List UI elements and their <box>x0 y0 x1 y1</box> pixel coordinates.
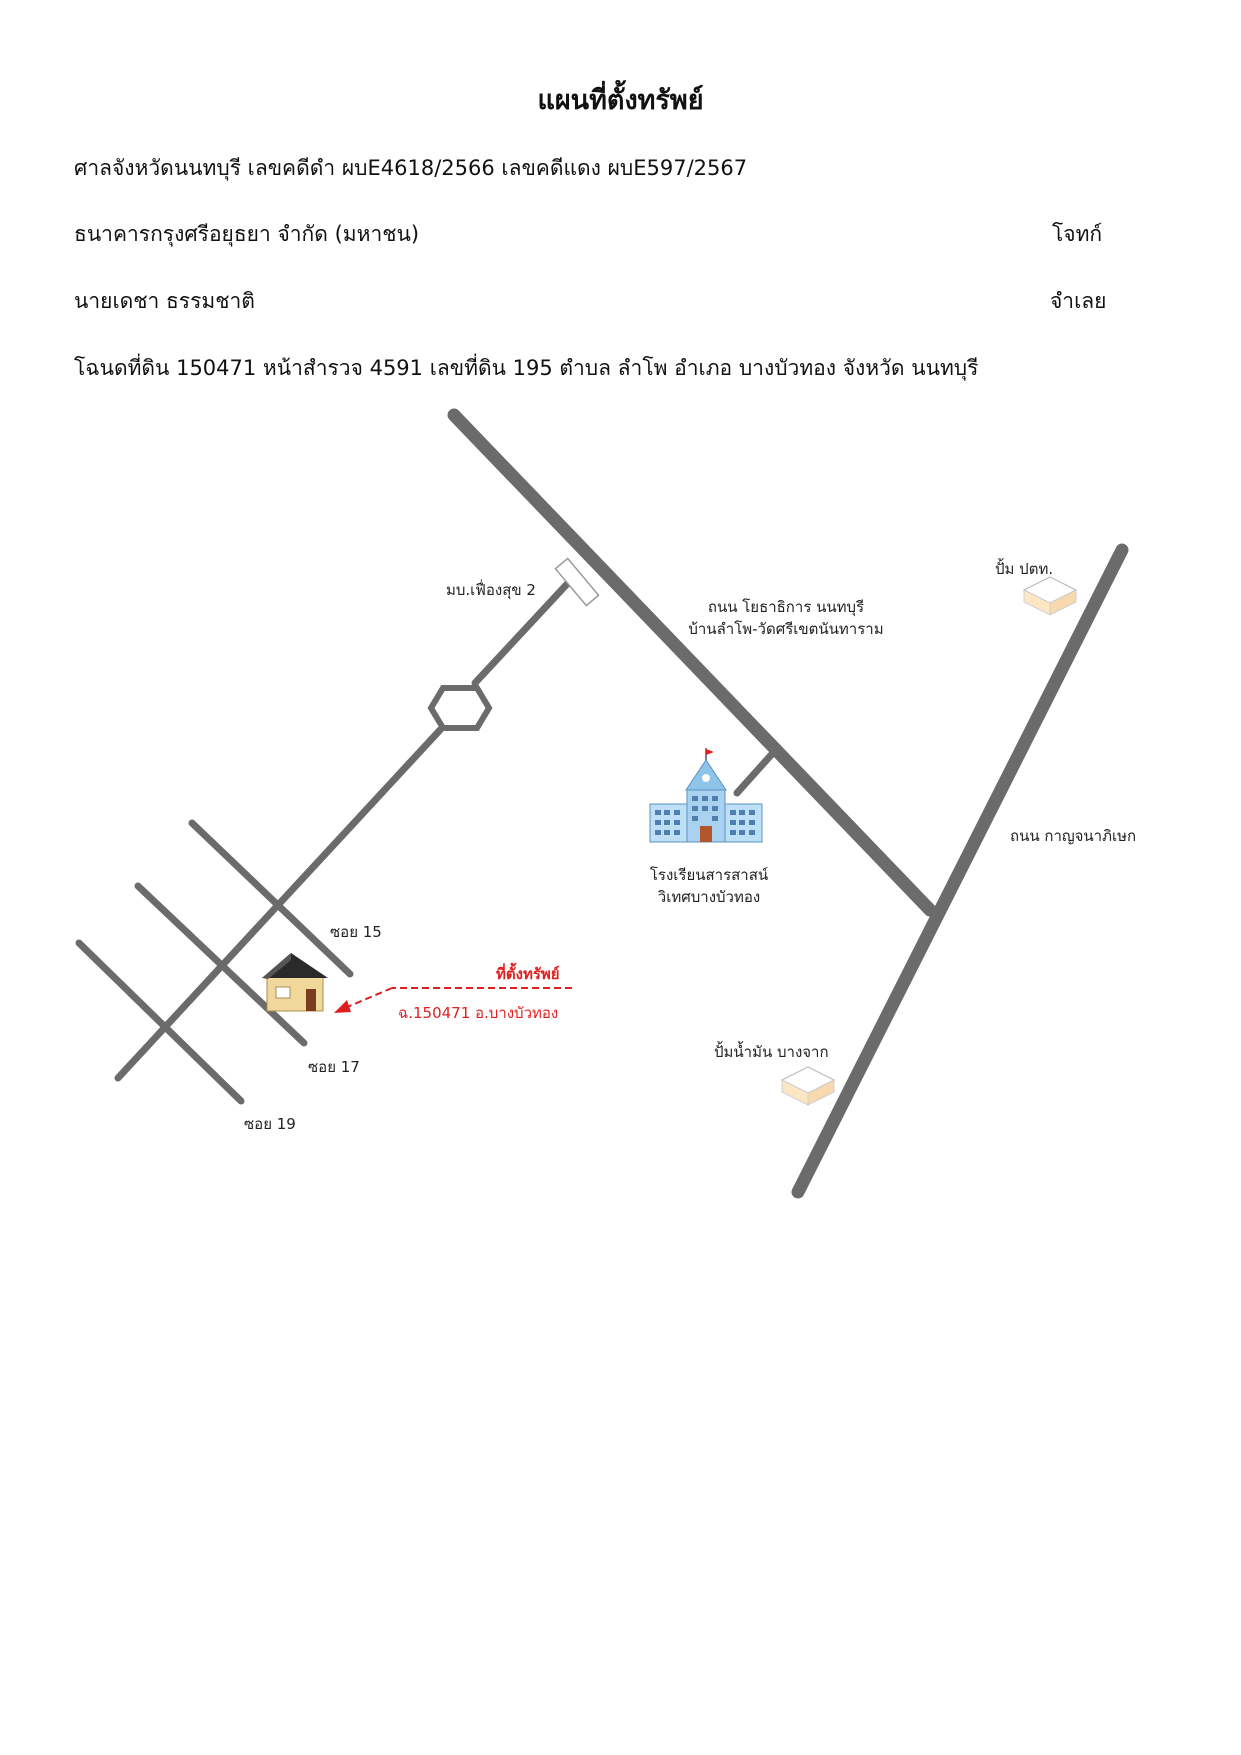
defendant-role: จำเลย <box>1050 289 1107 313</box>
defendant-name: นายเดชา ธรรมชาติ <box>74 289 255 313</box>
main-road-label-line1: ถนน โยธาธิการ นนทบุรี <box>707 598 865 616</box>
gate-icon <box>554 557 600 607</box>
plaintiff-name: ธนาคารกรุงศรีอยุธยา จำกัด (มหาชน) <box>74 222 420 246</box>
school-label-line1: โรงเรียนสารสาสน์ <box>649 866 769 884</box>
road-soi-15 <box>188 819 354 978</box>
school-icon <box>649 748 763 843</box>
road-village <box>471 579 572 687</box>
main-road-label-line2: บ้านลำโพ-วัดศรีเขตนันทาราม <box>688 620 884 638</box>
school-label: โรงเรียนสารสาสน์ วิเทศบางบัวทอง <box>626 864 792 908</box>
title-deed-line: โฉนดที่ดิน 150471 หน้าสำรวจ 4591 เลขที่ด… <box>74 356 979 380</box>
property-title-label: ที่ตั้งทรัพย์ <box>496 965 560 983</box>
property-deed-label: ฉ.150471 อ.บางบัวทอง <box>398 1004 559 1022</box>
pump-station-icon <box>780 1066 836 1106</box>
soi-15-label: ซอย 15 <box>330 923 382 941</box>
pump-station-icon <box>1022 576 1078 616</box>
court-case-line: ศาลจังหวัดนนทบุรี เลขคดีดำ ผบE4618/2566 … <box>74 156 748 180</box>
roundabout-icon <box>427 685 493 731</box>
soi-17-label: ซอย 17 <box>308 1058 360 1076</box>
property-marker <box>334 987 572 1013</box>
road-school-spur <box>733 750 776 797</box>
right-road-label: ถนน กาญจนาภิเษก <box>1010 827 1137 845</box>
main-road-label: ถนน โยธาธิการ นนทบุรี บ้านลำโพ-วัดศรีเขต… <box>666 596 906 640</box>
village-label: มบ.เฟื่องสุข 2 <box>446 581 536 599</box>
road-yothathikan <box>447 408 937 917</box>
soi-19-label: ซอย 19 <box>244 1115 296 1133</box>
road-soi-19 <box>75 939 245 1105</box>
ptt-pump-label: ปั้ม ปตท. <box>995 560 1054 578</box>
plaintiff-role: โจทก์ <box>1052 222 1103 246</box>
bangchak-pump-label: ปั้มน้ำมัน บางจาก <box>714 1043 829 1061</box>
house-icon <box>262 953 328 1012</box>
page-title: แผนที่ตั้งทรัพย์ <box>537 85 704 116</box>
road-soi-17 <box>134 882 308 1047</box>
school-label-line2: วิเทศบางบัวทอง <box>657 888 761 906</box>
road-kanchanaphisek <box>791 543 1129 1199</box>
